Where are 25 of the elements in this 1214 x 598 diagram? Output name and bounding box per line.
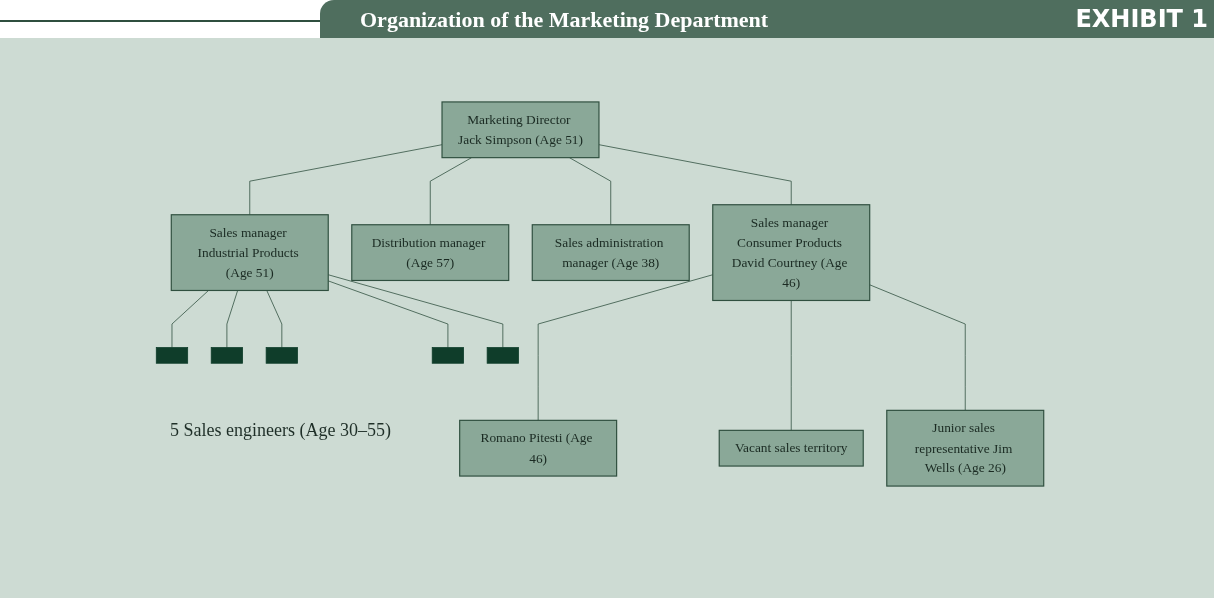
- node-box: Marketing Director Jack Simpson (Age 51): [441, 101, 600, 159]
- node-box: Sales administration manager (Age 38): [531, 224, 690, 282]
- connector: [569, 157, 612, 226]
- exhibit-label: EXHIBIT 1: [1075, 5, 1208, 33]
- title: Organization of the Marketing Department: [360, 7, 769, 33]
- connector: [226, 290, 239, 348]
- node-box: Vacant sales territory: [718, 429, 864, 467]
- node-box: Distribution manager (Age 57): [351, 224, 510, 282]
- connector: [429, 157, 472, 226]
- connector: [266, 290, 283, 348]
- node-box: Sales manager Industrial Products (Age 51): [170, 214, 329, 292]
- node-bar: [265, 347, 298, 364]
- node-bar: [210, 347, 243, 364]
- connector: [171, 290, 209, 348]
- node-box: Romano Pitesti (Age 46): [459, 419, 618, 477]
- connector: [249, 144, 443, 216]
- node-box: Junior sales representative Jim Wells (Age 26): [886, 409, 1045, 487]
- node-bar: [155, 347, 189, 364]
- group-caption: 5 Sales engineers (Age 30–55): [170, 420, 391, 441]
- node-bar: [431, 347, 464, 364]
- node-box: Sales manager Consumer Products David Courtney (Age 46): [712, 204, 871, 302]
- connector: [790, 300, 792, 431]
- connector: [869, 284, 966, 411]
- node-bar: [486, 347, 519, 364]
- connector: [598, 144, 792, 206]
